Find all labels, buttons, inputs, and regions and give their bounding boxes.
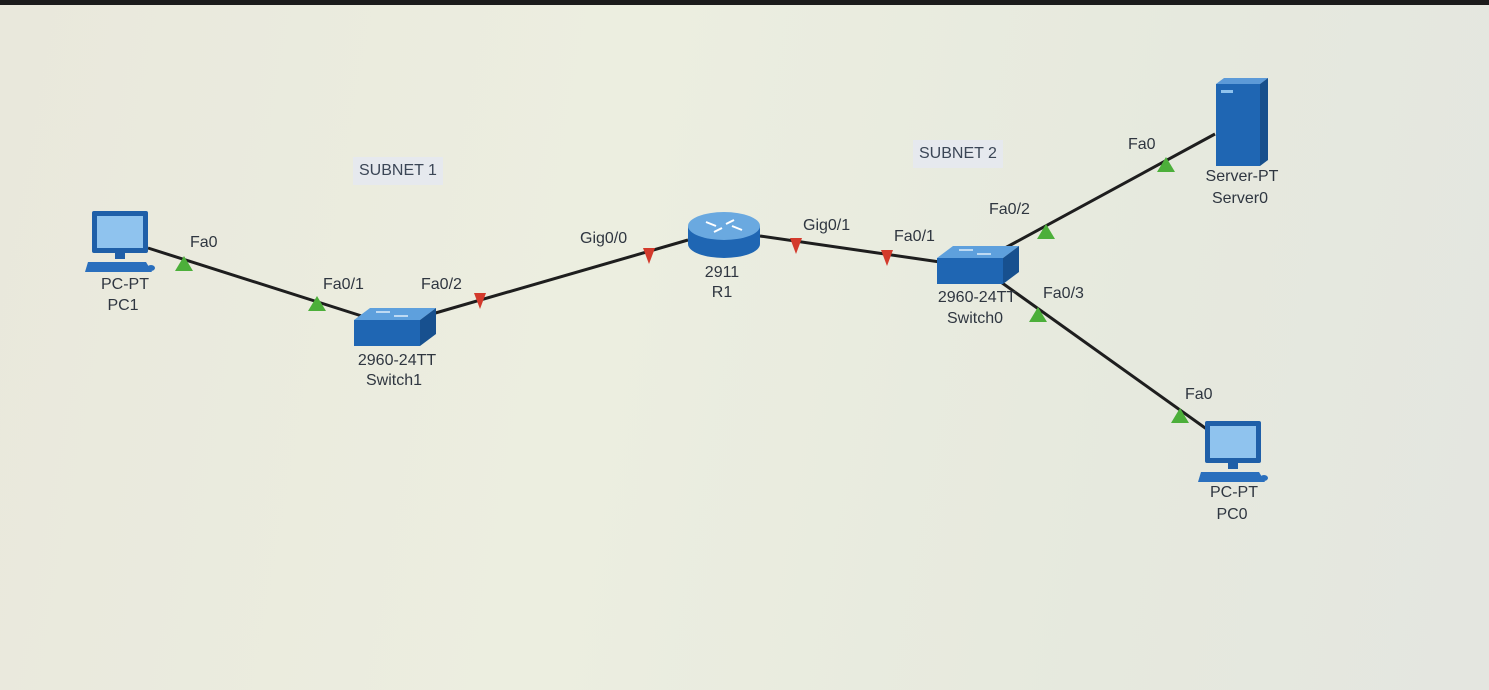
- switch1-name-label: Switch1: [365, 372, 423, 389]
- status-down-icon: [790, 238, 802, 254]
- server0-model-label: Server-PT: [1205, 168, 1279, 185]
- status-up-icon: [308, 296, 326, 311]
- pc1-pc-icon[interactable]: [85, 210, 157, 274]
- port-label-pc0-fa0: Fa0: [1185, 386, 1213, 403]
- link-switch0-server0: [1004, 132, 1216, 250]
- r1-router-icon[interactable]: [684, 210, 764, 262]
- server0-name-label: Server0: [1211, 190, 1269, 207]
- note-subnet-1[interactable]: SUBNET 1: [353, 157, 443, 185]
- port-label-switch1-fa0-1: Fa0/1: [323, 276, 364, 293]
- switch0-name-label: Switch0: [946, 310, 1004, 327]
- link-status-up-markers: [175, 157, 1189, 423]
- status-up-icon: [175, 256, 193, 271]
- port-label-switch1-fa0-2: Fa0/2: [421, 276, 462, 293]
- status-up-icon: [1037, 224, 1055, 239]
- link-status-down-markers: [474, 238, 893, 309]
- pc0-pc-icon[interactable]: [1198, 420, 1270, 484]
- status-up-icon: [1029, 307, 1047, 322]
- port-label-server0-fa0: Fa0: [1128, 136, 1156, 153]
- pc0-name-label: PC0: [1216, 506, 1248, 523]
- r1-name-label: R1: [711, 284, 733, 301]
- pc1-model-label: PC-PT: [101, 276, 149, 293]
- switch0-model-label: 2960-24TT: [937, 289, 1017, 306]
- note-subnet-2[interactable]: SUBNET 2: [913, 140, 1003, 168]
- switch1-switch-icon[interactable]: [350, 306, 438, 350]
- pc1-name-label: PC1: [107, 297, 139, 314]
- port-label-r1-gig0-0: Gig0/0: [580, 230, 628, 247]
- pc0-model-label: PC-PT: [1210, 484, 1258, 501]
- status-down-icon: [474, 293, 486, 309]
- port-label-switch0-fa0-1: Fa0/1: [894, 228, 935, 245]
- status-up-icon: [1171, 408, 1189, 423]
- r1-model-label: 2911: [704, 264, 740, 281]
- status-up-icon: [1157, 157, 1175, 172]
- link-r1-switch0: [759, 234, 941, 264]
- port-label-switch0-fa0-3: Fa0/3: [1043, 285, 1084, 302]
- port-label-r1-gig0-1: Gig0/1: [803, 217, 851, 234]
- switch1-model-label: 2960-24TT: [357, 352, 437, 369]
- port-label-pc1-fa0: Fa0: [190, 234, 218, 251]
- status-down-icon: [643, 248, 655, 264]
- server0-server-icon[interactable]: [1212, 76, 1270, 168]
- window-top-edge: [0, 0, 1489, 5]
- switch0-switch-icon[interactable]: [933, 244, 1021, 288]
- port-label-switch0-fa0-2: Fa0/2: [989, 201, 1030, 218]
- status-down-icon: [881, 250, 893, 266]
- link-switch0-pc0: [997, 278, 1209, 432]
